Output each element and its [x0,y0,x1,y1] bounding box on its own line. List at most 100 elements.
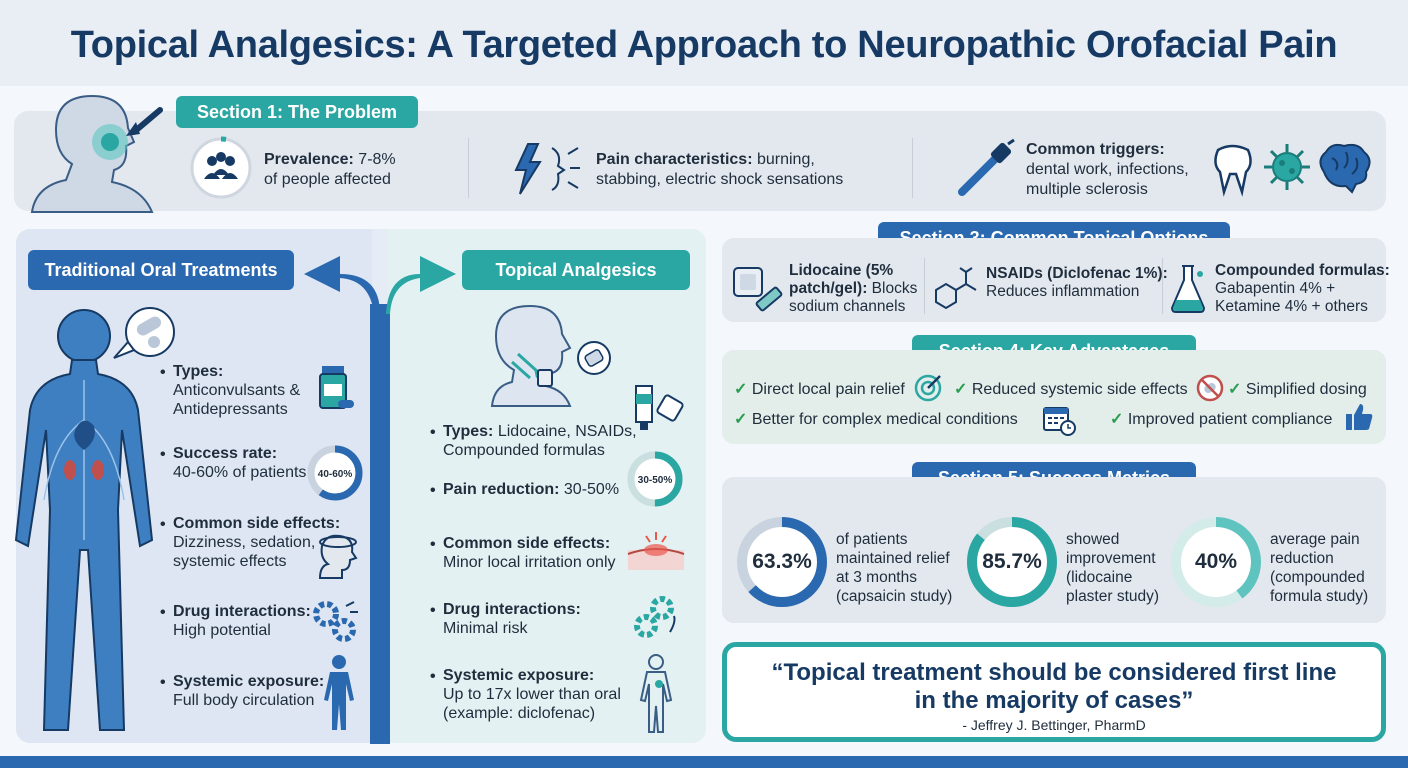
compounded-text1: Gabapentin 4% + [1215,280,1336,297]
topical-types-text2: Compounded formulas [443,442,605,459]
tooth-icon [1214,144,1252,197]
topical-bullet-1: • [430,424,436,441]
oral-bullet-5: • [160,674,166,691]
topical-exposure-text: Up to 17x lower than oral [443,686,621,703]
quote-text: “Topical treatment should be considered … [727,659,1381,715]
topical-types-head: Types: [443,423,494,440]
oral-side-text2: systemic effects [173,553,287,570]
topical-interactions-head: Drug interactions: [443,601,581,618]
metric-3-text: average pain reduction (compounded formu… [1270,530,1368,606]
people-group-icon [190,136,252,199]
check-icon: ✓ [1228,381,1242,398]
nsaids-text: NSAIDs (Diclofenac 1%): Reduces inflamma… [986,265,1168,301]
topical-side-text: Minor local irritation only [443,554,616,571]
calendar-icon [1043,407,1076,436]
topical-reduction-head: Pain reduction: [443,481,560,498]
metric-1-line4: (capsaicin study) [836,588,953,605]
metric-2-line1: showed [1066,531,1120,548]
topical-label: Topical Analgesics [462,250,690,290]
face-patch-icon [490,304,611,407]
metric-1-line1: of patients [836,531,908,548]
topical-bullet-5: • [430,668,436,685]
pill-bubble-icon [113,307,175,359]
metric-2-value: 85.7% [982,550,1042,573]
topical-gauge-arc [627,451,683,507]
dizzy-head-icon [318,534,358,579]
oral-success-text: 40-60% of patients [173,464,307,481]
head-pain-icon [30,94,163,213]
oral-gauge-label: 40-60% [318,469,353,480]
quote-author: - Jeffrey J. Bettinger, PharmD [962,717,1146,733]
topical-gauge-label: 30-50% [638,475,673,486]
prevalence-text: Prevalence: 7-8% of people affected [264,150,396,190]
advantage-text-2: Reduced systemic side effects [971,381,1188,398]
full-body-icon [324,655,354,730]
oral-bullet-4: • [160,604,166,621]
oral-types-head: Types: [173,363,224,380]
metric-donut-2 [967,517,1057,607]
section3-card [722,238,1386,322]
topical-bullet-3: • [430,536,436,553]
oral-exposure-head: Systemic exposure: [173,673,325,690]
human-body-icon [14,309,154,731]
metric-2-text: showed improvement (lidocaine plaster st… [1066,530,1159,606]
metric-donut-1 [737,517,827,607]
topical-interactions-text: Minimal risk [443,620,528,637]
quote-box: “Topical treatment should be considered … [722,642,1386,742]
title-banner: Topical Analgesics: A Targeted Approach … [0,0,1408,86]
topical-reduction-gauge: 30-50% [627,451,683,507]
triggers-head: Common triggers: [1026,141,1165,158]
metric-3-arc [1171,517,1261,607]
page-title: Topical Analgesics: A Targeted Approach … [70,24,1338,66]
metric-3-value: 40% [1194,550,1238,573]
lidocaine-text2: sodium channels [789,298,906,315]
advantage-compliance: ✓ Improved patient compliance [1110,409,1332,429]
pain-value: burning, [752,151,815,168]
oral-types-text2: Antidepressants [173,401,288,418]
oral-interactions-head: Drug interactions: [173,603,311,620]
metric-3-line3: (compounded [1270,569,1365,586]
quote-line2: in the majority of cases” [914,687,1194,714]
metric-1-line2: maintained relief [836,550,950,567]
oral-item-exposure: Systemic exposure: Full body circulation [173,672,324,710]
oral-side-text: Dizziness, sedation, [173,534,316,551]
topical-item-types: Types: Lidocaine, NSAIDs, Compounded for… [443,422,637,460]
advantage-text-5: Improved patient compliance [1127,411,1333,428]
check-icon: ✓ [734,381,748,398]
oral-gauge-arc [307,445,363,501]
topical-item-exposure: Systemic exposure: Up to 17x lower than … [443,666,621,723]
skin-irritation-icon [627,532,685,570]
section1-divider-1 [468,138,469,198]
thumbs-up-icon [1346,404,1373,430]
oral-item-success: Success rate: 40-60% of patients [173,444,306,482]
oral-item-interactions: Drug interactions: High potential [173,602,311,640]
section1-label: Section 1: The Problem [176,96,418,128]
quote-line1: “Topical treatment should be considered … [771,659,1337,686]
molecule-icon [935,267,977,310]
lidocaine-text1: Blocks [867,280,918,297]
oral-label: Traditional Oral Treatments [28,250,294,290]
compounded-text: Compounded formulas: Gabapentin 4% + Ket… [1215,262,1390,316]
pain-characteristics-text: Pain characteristics: burning, stabbing,… [596,150,843,190]
oral-bullet-2: • [160,446,166,463]
metric-1-value: 63.3% [752,550,812,573]
advantage-text-4: Better for complex medical conditions [751,411,1018,428]
advantage-direct-relief: ✓ Direct local pain relief [734,379,905,399]
patch-tube-icon [733,267,783,312]
topical-item-interactions: Drug interactions: Minimal risk [443,600,581,638]
oral-success-gauge: 40-60% [307,445,363,501]
topical-item-side-effects: Common side effects: Minor local irritat… [443,534,616,572]
oral-item-types: Types: Anticonvulsants & Antidepressants [173,362,300,419]
triggers-text: Common triggers: dental work, infections… [1026,140,1189,200]
oral-item-side-effects: Common side effects: Dizziness, sedation… [173,514,340,571]
prevalence-line2: of people affected [264,171,391,188]
topical-bullet-2: • [430,482,436,499]
gears-small-icon [634,596,676,638]
brain-icon [1319,143,1371,194]
advantage-complex-conditions: ✓ Better for complex medical conditions [734,409,1018,429]
check-icon: ✓ [1110,411,1124,428]
lidocaine-head2: patch/gel): [789,280,868,297]
metric-2-arc [967,517,1057,607]
compounded-text2: Ketamine 4% + others [1215,298,1368,315]
oral-exposure-text: Full body circulation [173,692,315,709]
